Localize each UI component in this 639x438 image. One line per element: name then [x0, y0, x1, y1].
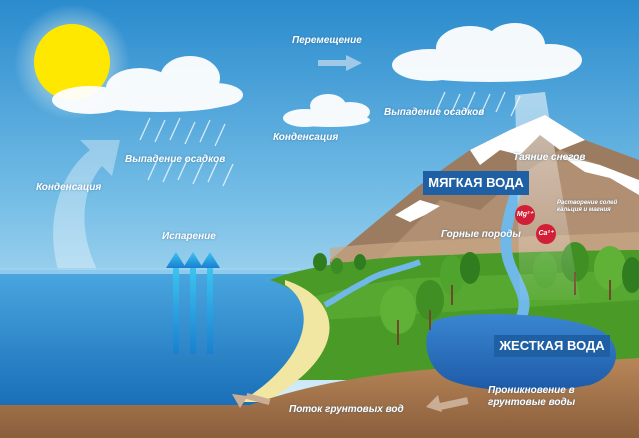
stream	[323, 259, 422, 308]
condensation-left-label: Конденсация	[36, 182, 102, 193]
cloud-center	[283, 94, 370, 127]
transport-arrow-icon	[318, 55, 362, 71]
mountain-river	[500, 178, 530, 323]
precipitation-beam	[515, 92, 580, 300]
groundwater-flow-label: Поток грунтовых вод	[289, 404, 404, 415]
sea	[0, 270, 315, 405]
magnesium-ion-icon: Mg²⁺	[515, 205, 535, 225]
soft-water-badge: МЯГКАЯ ВОДА	[423, 171, 529, 195]
rocks-label: Горные породы	[441, 229, 521, 240]
condensation-center-label: Конденсация	[273, 132, 339, 143]
cloud-top-right	[392, 23, 582, 82]
precipitation-top-label: Выпадение осадков	[384, 107, 485, 118]
evaporation-arrows-icon	[166, 252, 220, 354]
beach	[240, 280, 330, 402]
evaporation-label: Испарение	[162, 231, 216, 242]
groundwater-arrows-icon	[232, 392, 469, 412]
calcium-ion-icon: Ca²⁺	[536, 224, 556, 244]
transport-label: Перемещение	[292, 35, 362, 46]
cloud-left	[52, 56, 243, 114]
precipitation-left-label: Выпадение осадков	[125, 154, 226, 165]
infiltration-label: Проникновение в грунтовые воды	[488, 385, 576, 408]
dissolving-salts-label: Растворение солей кальция и магния	[557, 200, 618, 213]
hard-water-badge: ЖЕСТКАЯ ВОДА	[494, 335, 610, 357]
snowmelt-label: Таяние снегов	[513, 152, 586, 163]
